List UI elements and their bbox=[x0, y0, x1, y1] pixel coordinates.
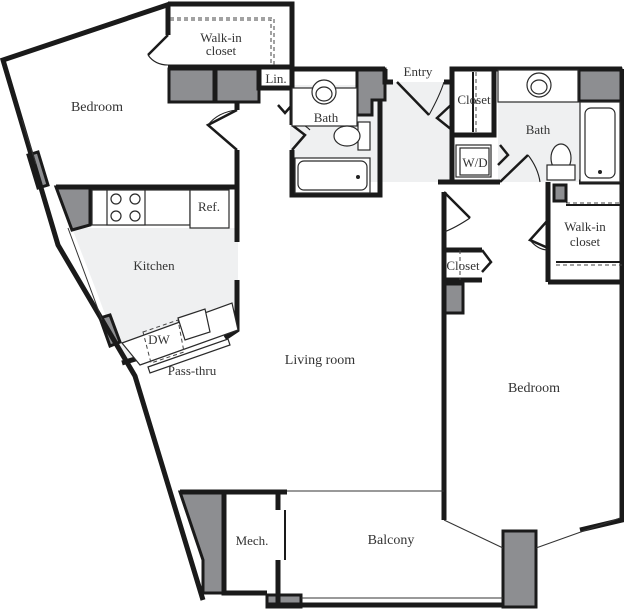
room-label-bath-right: Bath bbox=[525, 122, 551, 137]
room-label-walkin-left-1: Walk-in bbox=[200, 30, 242, 45]
room-label-living-room: Living room bbox=[284, 353, 356, 368]
room-label-entry: Entry bbox=[403, 64, 433, 79]
room-label-walkin-left-2: closet bbox=[205, 43, 237, 58]
label-pass-thru: Pass-thru bbox=[167, 363, 217, 378]
room-label-linen: Lin. bbox=[265, 71, 287, 86]
walkin-closet-left-shelf bbox=[170, 17, 275, 65]
interior-walls bbox=[56, 4, 622, 605]
room-label-balcony: Balcony bbox=[367, 533, 415, 548]
bath-left-fixtures bbox=[291, 79, 371, 194]
room-label-bedroom-right: Bedroom bbox=[507, 381, 561, 396]
kitchen-fixtures bbox=[91, 189, 239, 374]
room-label-walkin-right-1: Walk-in bbox=[564, 219, 606, 234]
windows bbox=[21, 119, 621, 599]
refrigerator bbox=[189, 189, 230, 229]
label-dishwasher: DW bbox=[148, 332, 170, 347]
room-label-bedroom-left: Bedroom bbox=[70, 100, 124, 115]
room-label-closet-entry: Closet bbox=[457, 92, 491, 107]
room-label-mechanical: Mech. bbox=[235, 533, 269, 548]
room-label-closet-hall: Closet bbox=[446, 258, 480, 273]
label-washer-dryer: W/D bbox=[462, 155, 488, 170]
room-label-walkin-right-2: closet bbox=[569, 234, 601, 249]
doors bbox=[147, 34, 549, 273]
room-label-bath-left: Bath bbox=[313, 110, 339, 125]
bath-right-fixtures bbox=[455, 69, 621, 183]
label-refrigerator: Ref. bbox=[197, 199, 221, 214]
walkin-closet-right-shelves bbox=[556, 202, 622, 266]
room-label-kitchen: Kitchen bbox=[133, 258, 175, 273]
